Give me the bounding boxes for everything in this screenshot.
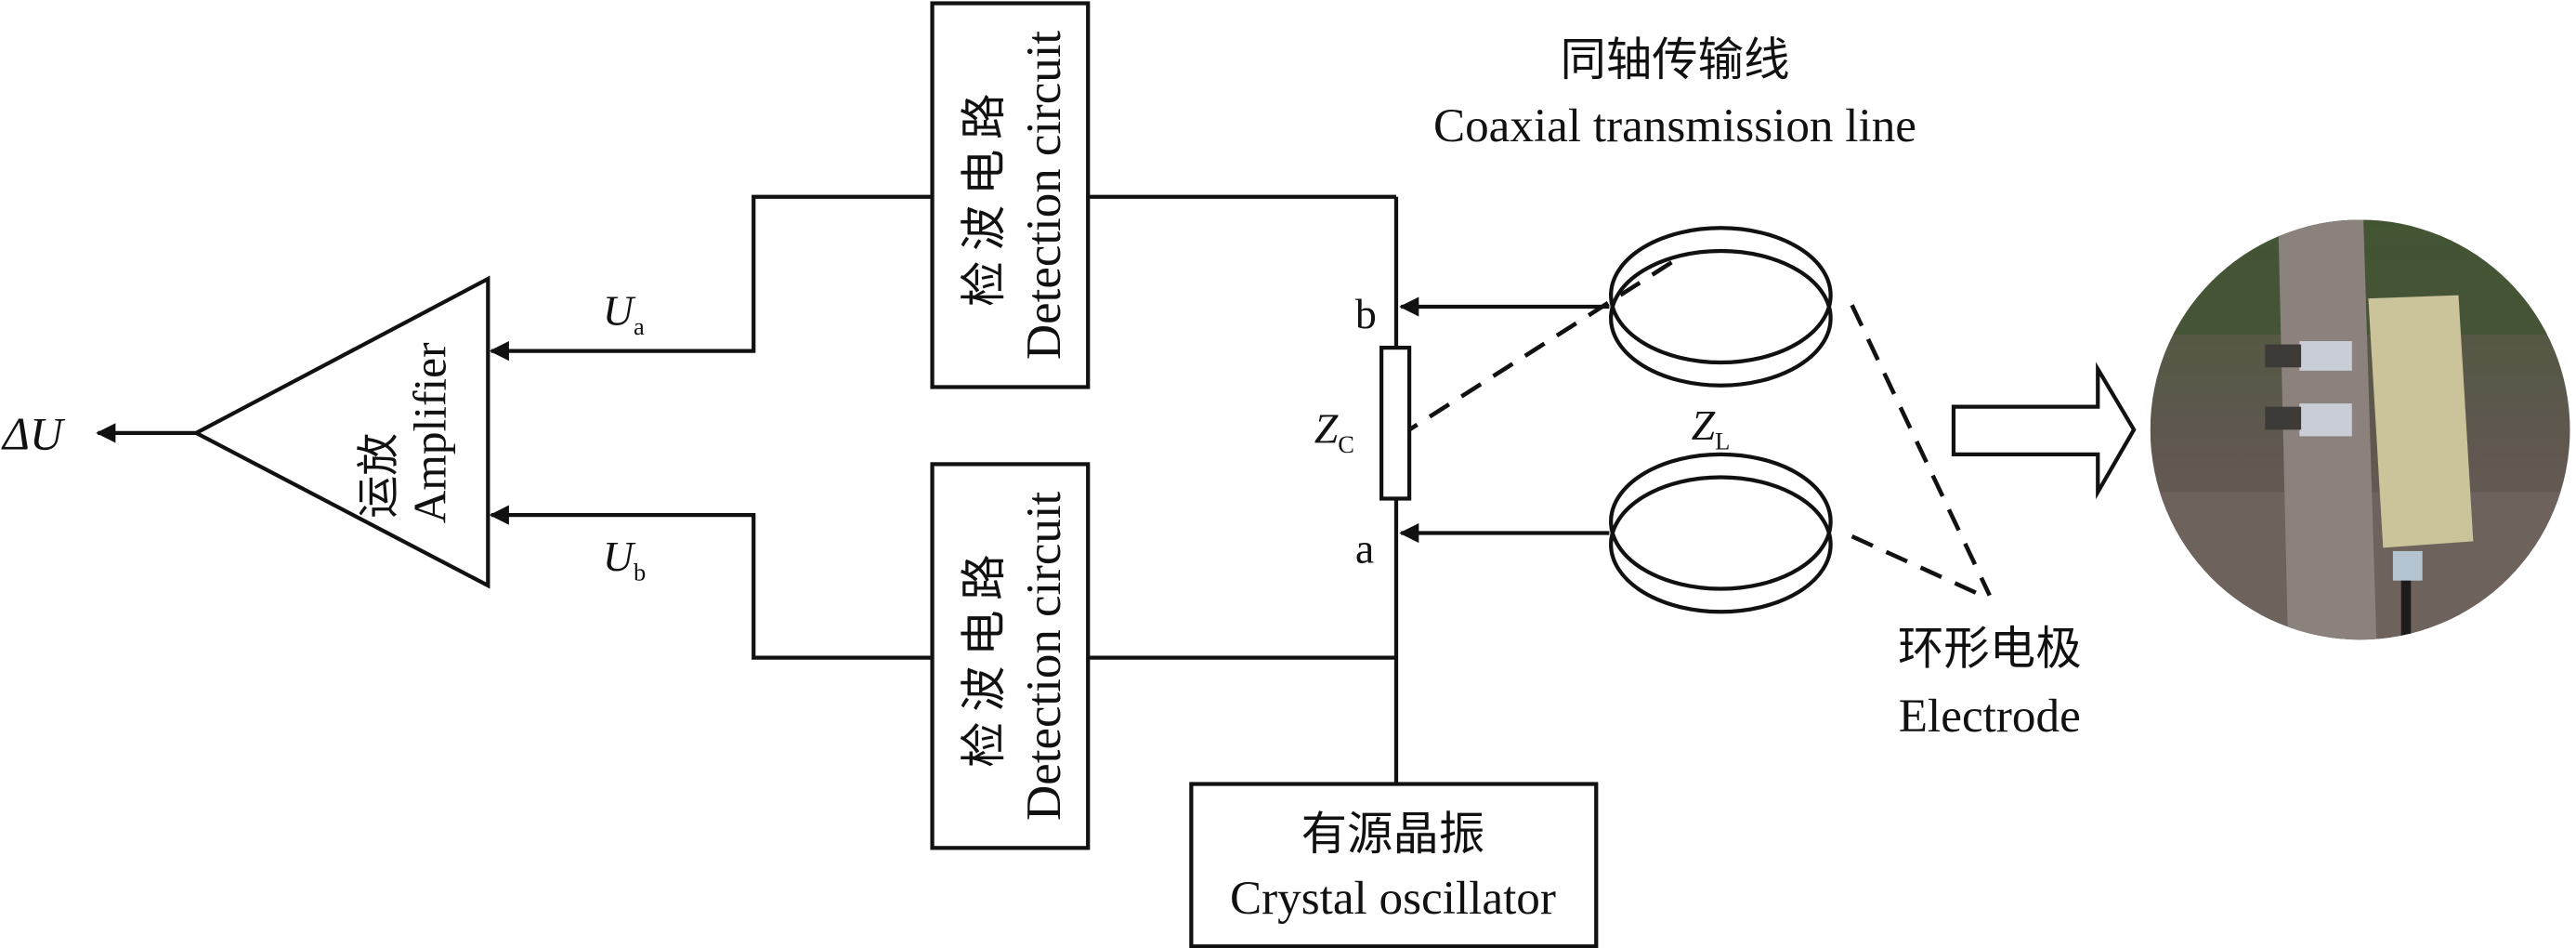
coax-pointer-line <box>1407 260 1673 432</box>
output-label: ΔU <box>1 409 66 460</box>
detection-circuit-bottom: 检波电路 Detection circuit <box>930 462 1091 850</box>
ring-electrode-bottom <box>1609 452 1833 614</box>
electrode-pointer-top <box>1850 304 1992 597</box>
detection-bottom-en: Detection circuit <box>1017 491 1071 821</box>
hollow-arrow-icon <box>1951 362 2137 500</box>
detection-top-en: Detection circuit <box>1017 31 1071 361</box>
coax-label-en: Coaxial transmission line <box>1433 99 1916 152</box>
electrode-label-cn: 环形电极 <box>1898 622 2082 676</box>
node-a-label: a <box>1355 524 1374 572</box>
detection-top-cn: 检波电路 <box>957 84 1011 307</box>
oscillator-label-en: Crystal oscillator <box>1230 872 1556 925</box>
amplifier-label-cn: 运放 <box>353 433 403 519</box>
amplifier: 运放 Amplifier <box>191 275 490 589</box>
detection-circuit-top: 检波电路 Detection circuit <box>930 1 1091 389</box>
node-b-label: b <box>1355 290 1377 337</box>
oscillator-label-cn: 有源晶振 <box>1301 807 1485 861</box>
zc-resistor <box>1379 345 1412 501</box>
electrode-label-en: Electrode <box>1899 690 2081 743</box>
crystal-oscillator: 有源晶振 Crystal oscillator <box>1189 782 1599 948</box>
detection-bottom-cn: 检波电路 <box>957 545 1011 768</box>
electrode-photo <box>2150 219 2570 640</box>
ub-label: Ub <box>603 533 646 586</box>
zc-label: ZC <box>1314 404 1354 458</box>
ring-electrode-top <box>1609 226 1833 388</box>
ua-wire <box>489 194 933 362</box>
zl-label: ZL <box>1692 402 1731 455</box>
coax-label-cn: 同轴传输线 <box>1560 33 1789 86</box>
amplifier-label-en: Amplifier <box>404 342 455 523</box>
ua-label: Ua <box>603 286 645 340</box>
ub-wire <box>489 505 933 660</box>
electrode-pointer-bottom <box>1850 533 1980 596</box>
